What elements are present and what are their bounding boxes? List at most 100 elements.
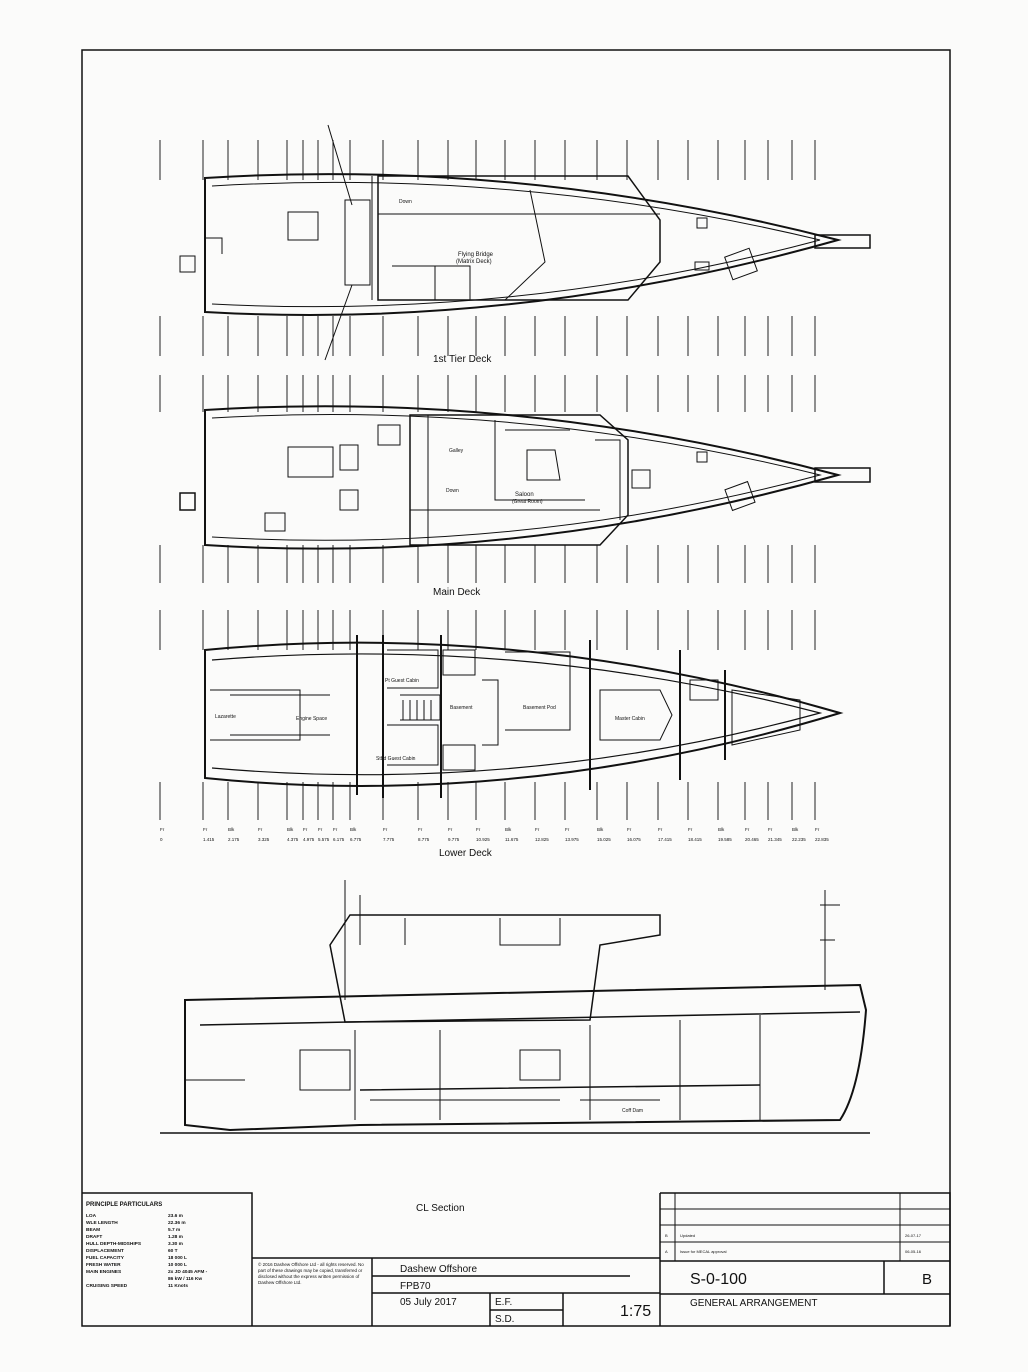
frame-number: 3.325 — [258, 837, 270, 842]
deckhouse-outline — [409, 414, 629, 546]
frame-number: 15.025 — [597, 837, 611, 842]
particular-name: HULL DEPTH-MIDSHIPS — [86, 1241, 142, 1247]
particular-name: BEAM — [86, 1227, 100, 1233]
particular-value: 23.6 m — [168, 1213, 183, 1219]
flying-bridge-outline — [377, 175, 661, 301]
frame-number: 20.465 — [745, 837, 759, 842]
particular-value: 2x JD 4045 AFM - — [168, 1269, 208, 1275]
particular-value: 60 T — [168, 1248, 178, 1254]
revision-row: A Issue for MECAL approval 06-05-16 — [665, 1249, 922, 1254]
copyright-notice: © 2016 Dashew Offshore Ltd - all rights … — [258, 1262, 364, 1285]
particular-value: 22.36 m — [168, 1220, 186, 1226]
frame-label: Fr 8.775 — [418, 827, 430, 842]
frame-number: 2.175 — [228, 837, 240, 842]
frame-label: Fr3.325 — [258, 827, 270, 842]
frame-number: 0 — [160, 837, 163, 842]
frame-number: 4.375 — [287, 837, 299, 842]
frame-number: 5.575 — [318, 837, 330, 842]
room-label-stbd-guest-cabin: Stbd Guest Cabin — [376, 756, 416, 762]
deck-label-main: Main Deck — [433, 587, 481, 598]
particular-name: WLE LENGTH — [86, 1220, 118, 1226]
particular-value: 1.28 m — [168, 1234, 183, 1240]
frame-label: Fr7.775 — [383, 827, 395, 842]
project-name: FPB70 — [400, 1281, 431, 1292]
frame-number: 10.925 — [476, 837, 490, 842]
stair-label-down: Down — [446, 488, 459, 494]
frame-type: Blk — [792, 827, 799, 832]
room-label-galley: Galley — [449, 448, 464, 454]
room-label-saloon-sub: (Great Room) — [512, 499, 543, 505]
drawing-number: S-0-100 — [690, 1271, 747, 1288]
frame-label: Fr 5.575 — [318, 827, 330, 842]
room-label-basement-pod: Basement Pod — [523, 705, 556, 711]
frame-type: Fr — [815, 827, 820, 832]
frame-number: 9.775 — [448, 837, 460, 842]
particular-value: 3.30 m — [168, 1241, 183, 1247]
revision-date: 26-07-17 — [905, 1233, 922, 1238]
frame-type: Fr — [565, 827, 570, 832]
room-label-port-guest-cabin: Pt Guest Cabin — [385, 678, 419, 684]
frame-label: Fr 10.925 — [476, 827, 490, 842]
revision-date: 06-05-16 — [905, 1249, 922, 1254]
frame-number: 19.585 — [718, 837, 732, 842]
particular-value: 10 000 L — [168, 1262, 187, 1268]
frame-number: 22.835 — [815, 837, 829, 842]
frame-number: 16.075 — [627, 837, 641, 842]
frame-labels: Fr0Fr1.415Blk2.175Fr3.325Blk4.375Fr4.975… — [160, 827, 829, 842]
room-label-lazarette: Lazarette — [215, 714, 236, 720]
tier1-deck-plan: Flying Bridge (Matrix Deck) Down 1st Tie… — [179, 124, 871, 365]
frame-type: Fr — [476, 827, 481, 832]
frame-number: 6.175 — [333, 837, 345, 842]
frame-type: Fr — [160, 827, 165, 832]
frame-number: 8.775 — [418, 837, 430, 842]
drawing-scale: 1:75 — [620, 1303, 651, 1320]
frame-type: Fr — [418, 827, 423, 832]
frame-number: 11.675 — [505, 837, 519, 842]
frame-label: Blk 15.025 — [597, 827, 611, 842]
particular-value: 86 kW / 116 Kw — [168, 1276, 202, 1282]
frame-type: Fr — [333, 827, 338, 832]
frame-label: Fr 6.175 — [333, 827, 345, 842]
particular-name: CRUISING SPEED — [86, 1283, 128, 1289]
frame-label: Fr1.415 — [203, 827, 215, 842]
room-label-flying-bridge-sub: (Matrix Deck) — [456, 259, 492, 265]
particular-value: 18 000 L — [168, 1255, 187, 1261]
room-label-master-cabin: Master Cabin — [615, 716, 645, 722]
frame-type: Fr — [383, 827, 388, 832]
revision-id: A — [665, 1249, 668, 1254]
frame-label: Fr 22.835 — [815, 827, 829, 842]
frame-number: 13.975 — [565, 837, 579, 842]
frame-type: Fr — [318, 827, 323, 832]
hull-outline — [204, 405, 842, 550]
lower-deck-plan: Lazarette Engine Space Pt Guest Cabin St… — [204, 635, 844, 859]
frame-number: 12.825 — [535, 837, 549, 842]
revision-letter: B — [922, 1271, 932, 1288]
particular-name: DISPLACEMENT — [86, 1248, 124, 1254]
particular-name: MAIN ENGINES — [86, 1269, 122, 1275]
frame-type: Fr — [203, 827, 208, 832]
revision-description: Issue for MECAL approval — [680, 1249, 727, 1254]
frame-number: 4.975 — [303, 837, 315, 842]
frame-label: Fr9.775 — [448, 827, 460, 842]
room-label-engine-space: Engine Space — [296, 716, 327, 722]
frame-type: Blk — [597, 827, 604, 832]
revision-id: B — [665, 1233, 668, 1238]
particular-value: 11 Knots — [168, 1283, 188, 1289]
particulars-title: PRINCIPLE PARTICULARS — [86, 1202, 162, 1208]
room-label-flying-bridge: Flying Bridge — [458, 252, 494, 258]
frame-number: 21.345 — [768, 837, 782, 842]
sheet-border — [81, 49, 951, 1327]
particular-name: FRESH WATER — [86, 1262, 121, 1268]
main-deck-plan: Galley Saloon (Great Room) Down Main Dec… — [179, 405, 871, 598]
particular-name: LOA — [86, 1213, 97, 1219]
deck-label-lower: Lower Deck — [439, 848, 493, 859]
